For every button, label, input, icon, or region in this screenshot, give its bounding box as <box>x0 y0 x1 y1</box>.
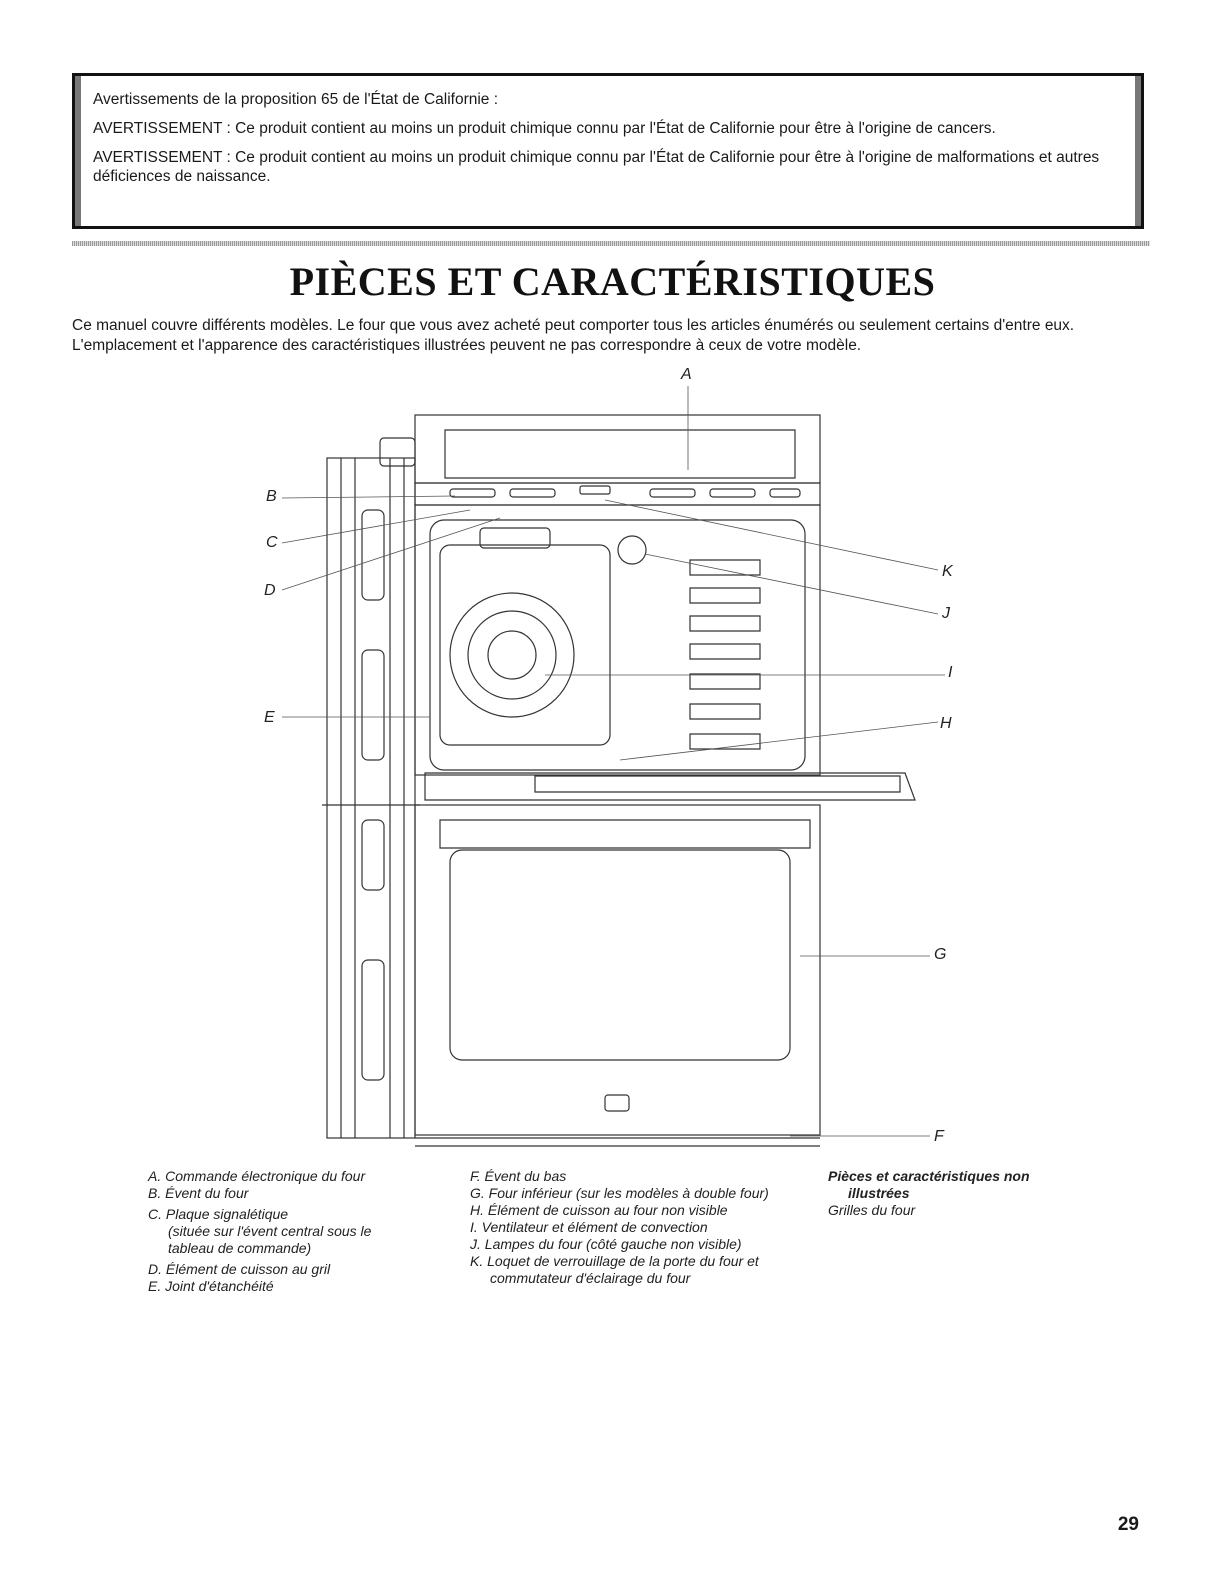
legend-item-e: E. Joint d'étanchéité <box>148 1278 274 1294</box>
legend-item-h: H. Élément de cuisson au four non visibl… <box>470 1202 728 1218</box>
legend-column-1: A. Commande électronique du four B. Éven… <box>148 1168 371 1295</box>
callout-c: C <box>266 534 278 551</box>
callout-i: I <box>948 664 953 681</box>
legend-item-k-cont: commutateur d'éclairage du four <box>490 1270 691 1286</box>
legend-item-c-note2: tableau de commande) <box>168 1240 312 1256</box>
legend-item-a: A. Commande électronique du four <box>148 1168 366 1184</box>
lower-oven-window <box>449 849 791 1061</box>
warning-cancer: AVERTISSEMENT : Ce produit contient au m… <box>93 120 996 137</box>
legend-item-b: B. Évent du four <box>148 1185 249 1201</box>
legend-item-i: I. Ventilateur et élément de convection <box>470 1219 708 1235</box>
page-title: PIÈCES ET CARACTÉRISTIQUES <box>289 259 936 304</box>
upper-oven-door <box>424 772 916 801</box>
warning-birth-defects: AVERTISSEMENT : Ce produit contient au m… <box>93 149 1100 185</box>
legend-item-k: K. Loquet de verrouillage de la porte du… <box>470 1253 759 1269</box>
legend-item-c: C. Plaque signalétique <box>148 1206 289 1222</box>
callout-d: D <box>264 582 276 599</box>
callout-h: H <box>940 715 952 732</box>
lower-oven <box>414 804 821 1136</box>
callout-k: K <box>942 563 953 580</box>
legend-unshown-heading-cont: illustrées <box>848 1185 910 1201</box>
side-frame <box>326 457 416 1139</box>
warning-heading: Avertissements de la proposition 65 de l… <box>93 91 499 108</box>
page-number: 29 <box>1117 1514 1139 1535</box>
legend-item-d: D. Élément de cuisson au gril <box>148 1261 331 1277</box>
callout-e: E <box>264 709 275 726</box>
intro-paragraph: Ce manuel couvre différents modèles. Le … <box>72 317 1075 354</box>
callout-b: B <box>266 488 277 505</box>
callout-j: J <box>942 605 950 622</box>
upper-oven-cavity <box>414 504 821 776</box>
legend-column-3: Pièces et caractéristiques non illustrée… <box>828 1168 1030 1219</box>
callout-g: G <box>934 946 947 963</box>
control-panel <box>414 414 821 484</box>
legend-item-f: F. Évent du bas <box>470 1168 567 1184</box>
callout-f: F <box>934 1128 944 1145</box>
prop65-warning-box: Avertissements de la proposition 65 de l… <box>72 73 1144 229</box>
legend-item-g: G. Four inférieur (sur les modèles à dou… <box>470 1185 769 1201</box>
legend-item-j: J. Lampes du four (côté gauche non visib… <box>470 1236 742 1252</box>
section-divider <box>72 241 1150 246</box>
legend-column-2: F. Évent du bas G. Four inférieur (sur l… <box>470 1168 769 1287</box>
legend-item-c-note1: (située sur l'évent central sous le <box>168 1223 372 1239</box>
legend-unshown-heading: Pièces et caractéristiques non <box>828 1168 1030 1184</box>
rack-guides <box>689 559 761 750</box>
oven-diagram: A B C D E K J I H G F <box>0 360 1225 1160</box>
callout-a: A <box>681 366 692 383</box>
oven-illustration <box>281 386 945 1147</box>
leader-lines <box>281 386 945 1137</box>
legend-unshown-racks: Grilles du four <box>828 1202 916 1218</box>
